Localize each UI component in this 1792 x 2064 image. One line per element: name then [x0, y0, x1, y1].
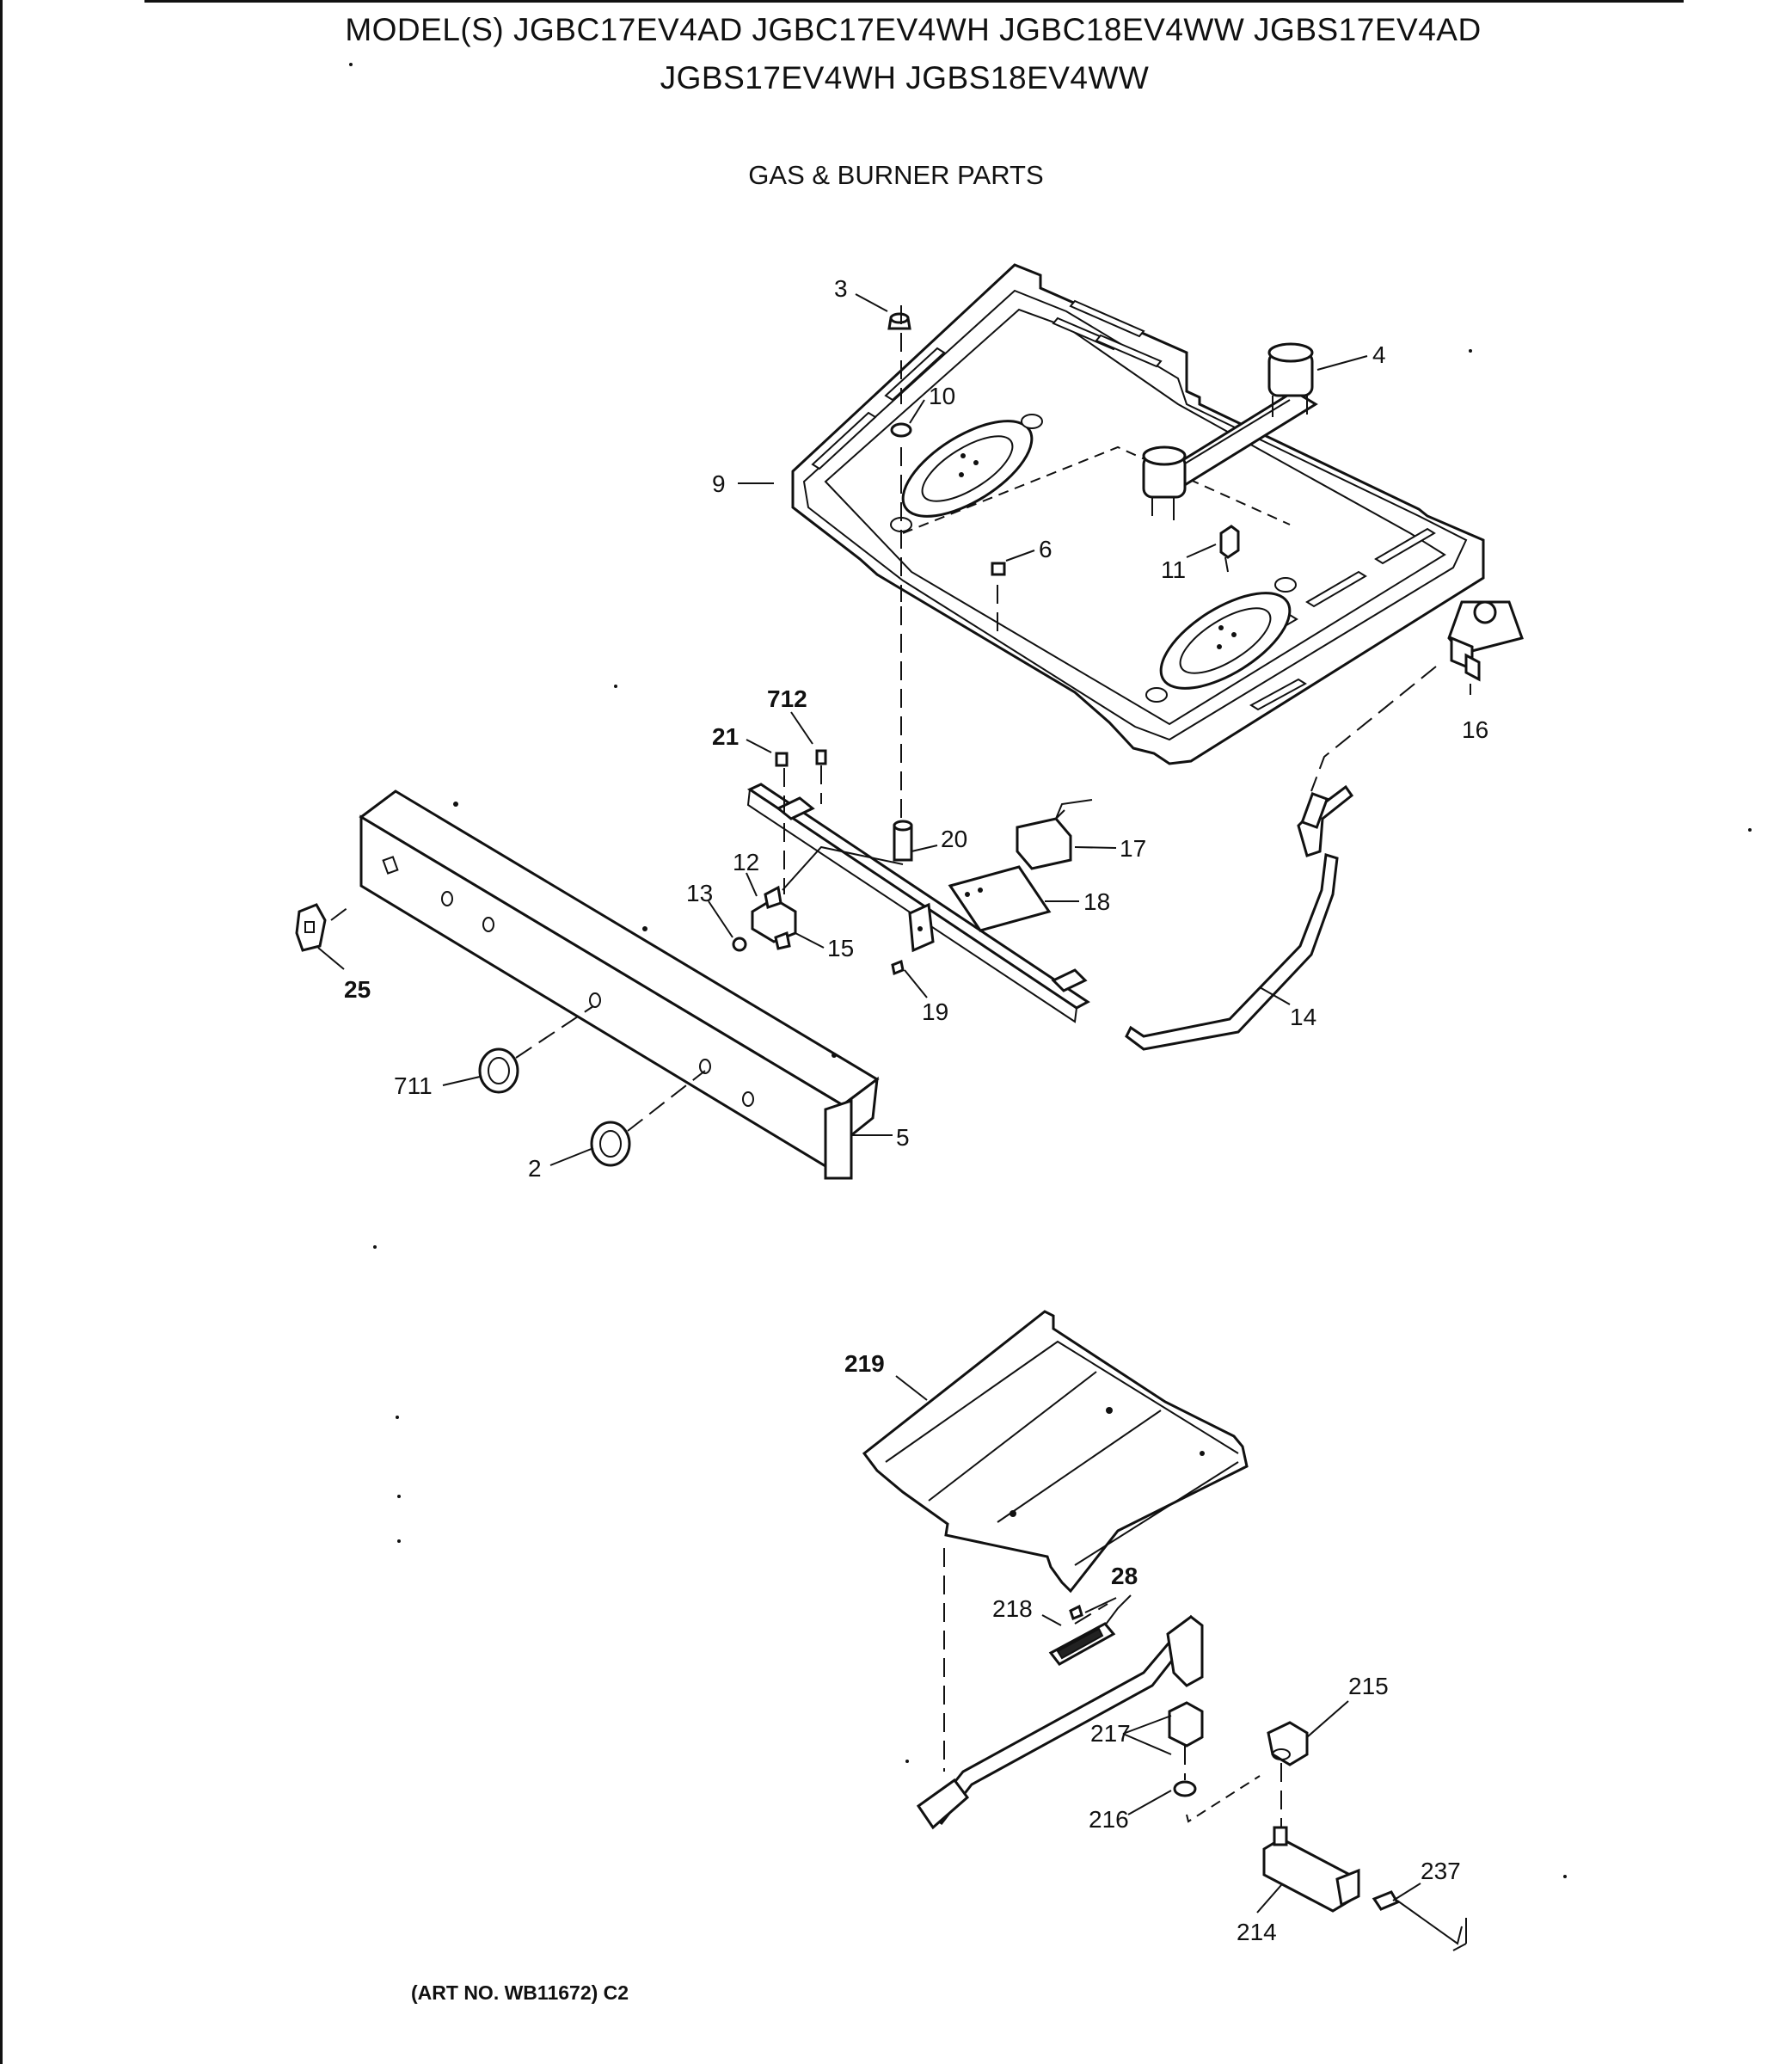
- callout-215: 215: [1348, 1673, 1389, 1699]
- callout-18: 18: [1083, 888, 1110, 915]
- burner-bracket: [1168, 1701, 1204, 1748]
- burner-box-pan: [791, 263, 1485, 765]
- callout-16: 16: [1462, 716, 1488, 743]
- screw-21: [775, 752, 789, 767]
- callout-12: 12: [733, 849, 759, 875]
- control-knob-2: [590, 1121, 631, 1167]
- burner-baffle: [862, 1310, 1249, 1594]
- callout-15: 15: [827, 935, 854, 961]
- callout-17: 17: [1120, 835, 1146, 862]
- callout-10: 10: [929, 383, 955, 409]
- callout-6: 6: [1039, 536, 1052, 562]
- callout-28: 28: [1111, 1563, 1138, 1589]
- igniter-switch-assembly: [1142, 342, 1318, 520]
- callout-712: 712: [767, 685, 807, 712]
- pan-plug: [887, 312, 911, 330]
- callout-25: 25: [344, 976, 371, 1003]
- orifice-stud: [893, 820, 913, 862]
- igniter-screw: [1069, 1604, 1083, 1620]
- callout-13: 13: [686, 880, 713, 906]
- control-knob-711: [478, 1047, 519, 1094]
- leader-lines: [317, 293, 1471, 1914]
- callout-2: 2: [528, 1155, 542, 1182]
- igniter-module: [1016, 799, 1093, 870]
- callout-4: 4: [1372, 341, 1386, 368]
- grommet: [890, 422, 912, 438]
- scan-specks: [349, 63, 1752, 1878]
- callout-237: 237: [1421, 1858, 1461, 1884]
- mounting-clip: [891, 902, 935, 976]
- oven-burner: [916, 1614, 1204, 1830]
- callout-711: 711: [394, 1072, 433, 1099]
- callout-218: 218: [992, 1595, 1033, 1622]
- callout-3: 3: [834, 275, 848, 302]
- model-list-line-2: JGBS17EV4WH JGBS18EV4WW: [660, 60, 1150, 95]
- callout-217: 217: [1090, 1720, 1131, 1747]
- panel-clip: [295, 903, 327, 952]
- sensing-tube: [1372, 1890, 1467, 1951]
- thermostat-bracket: [1267, 1721, 1309, 1766]
- page-frame-top: [144, 0, 1684, 3]
- washer: [732, 937, 747, 952]
- callout-5: 5: [896, 1124, 910, 1151]
- spark-electrode-clip: [1219, 525, 1240, 573]
- page-frame-left: [0, 0, 3, 2064]
- safety-valve: [1262, 1826, 1360, 1913]
- hex-nut: [1173, 1780, 1197, 1797]
- callout-19: 19: [922, 998, 948, 1025]
- assembly-lines: [330, 305, 1437, 1828]
- callout-214: 214: [1237, 1919, 1277, 1945]
- callout-11: 11: [1161, 556, 1186, 583]
- screw-712: [815, 749, 827, 765]
- pan-screw: [991, 562, 1006, 576]
- manifold-bracket: [746, 783, 1090, 1023]
- callout-219: 219: [844, 1350, 885, 1377]
- callout-20: 20: [941, 826, 967, 852]
- gas-supply-tube: [1125, 784, 1354, 1051]
- module-bracket: [948, 865, 1052, 932]
- gas-valve: [1447, 600, 1524, 682]
- art-number: (ART NO. WB11672) C2: [411, 1981, 629, 2004]
- model-list-line-1: MODEL(S) JGBC17EV4AD JGBC17EV4WH JGBC18E…: [345, 12, 1482, 47]
- callout-21: 21: [712, 723, 739, 750]
- callout-216: 216: [1089, 1806, 1129, 1833]
- control-panel: [359, 789, 880, 1180]
- callout-numbers: 3 4 10 9 6 11 16 712 21 20 17 12 13 18 1…: [344, 275, 1488, 1945]
- callout-9: 9: [712, 470, 726, 497]
- section-title: GAS & BURNER PARTS: [748, 160, 1044, 190]
- burner-valve: [751, 845, 904, 950]
- oven-igniter: [1048, 1594, 1132, 1666]
- callout-14: 14: [1290, 1004, 1316, 1030]
